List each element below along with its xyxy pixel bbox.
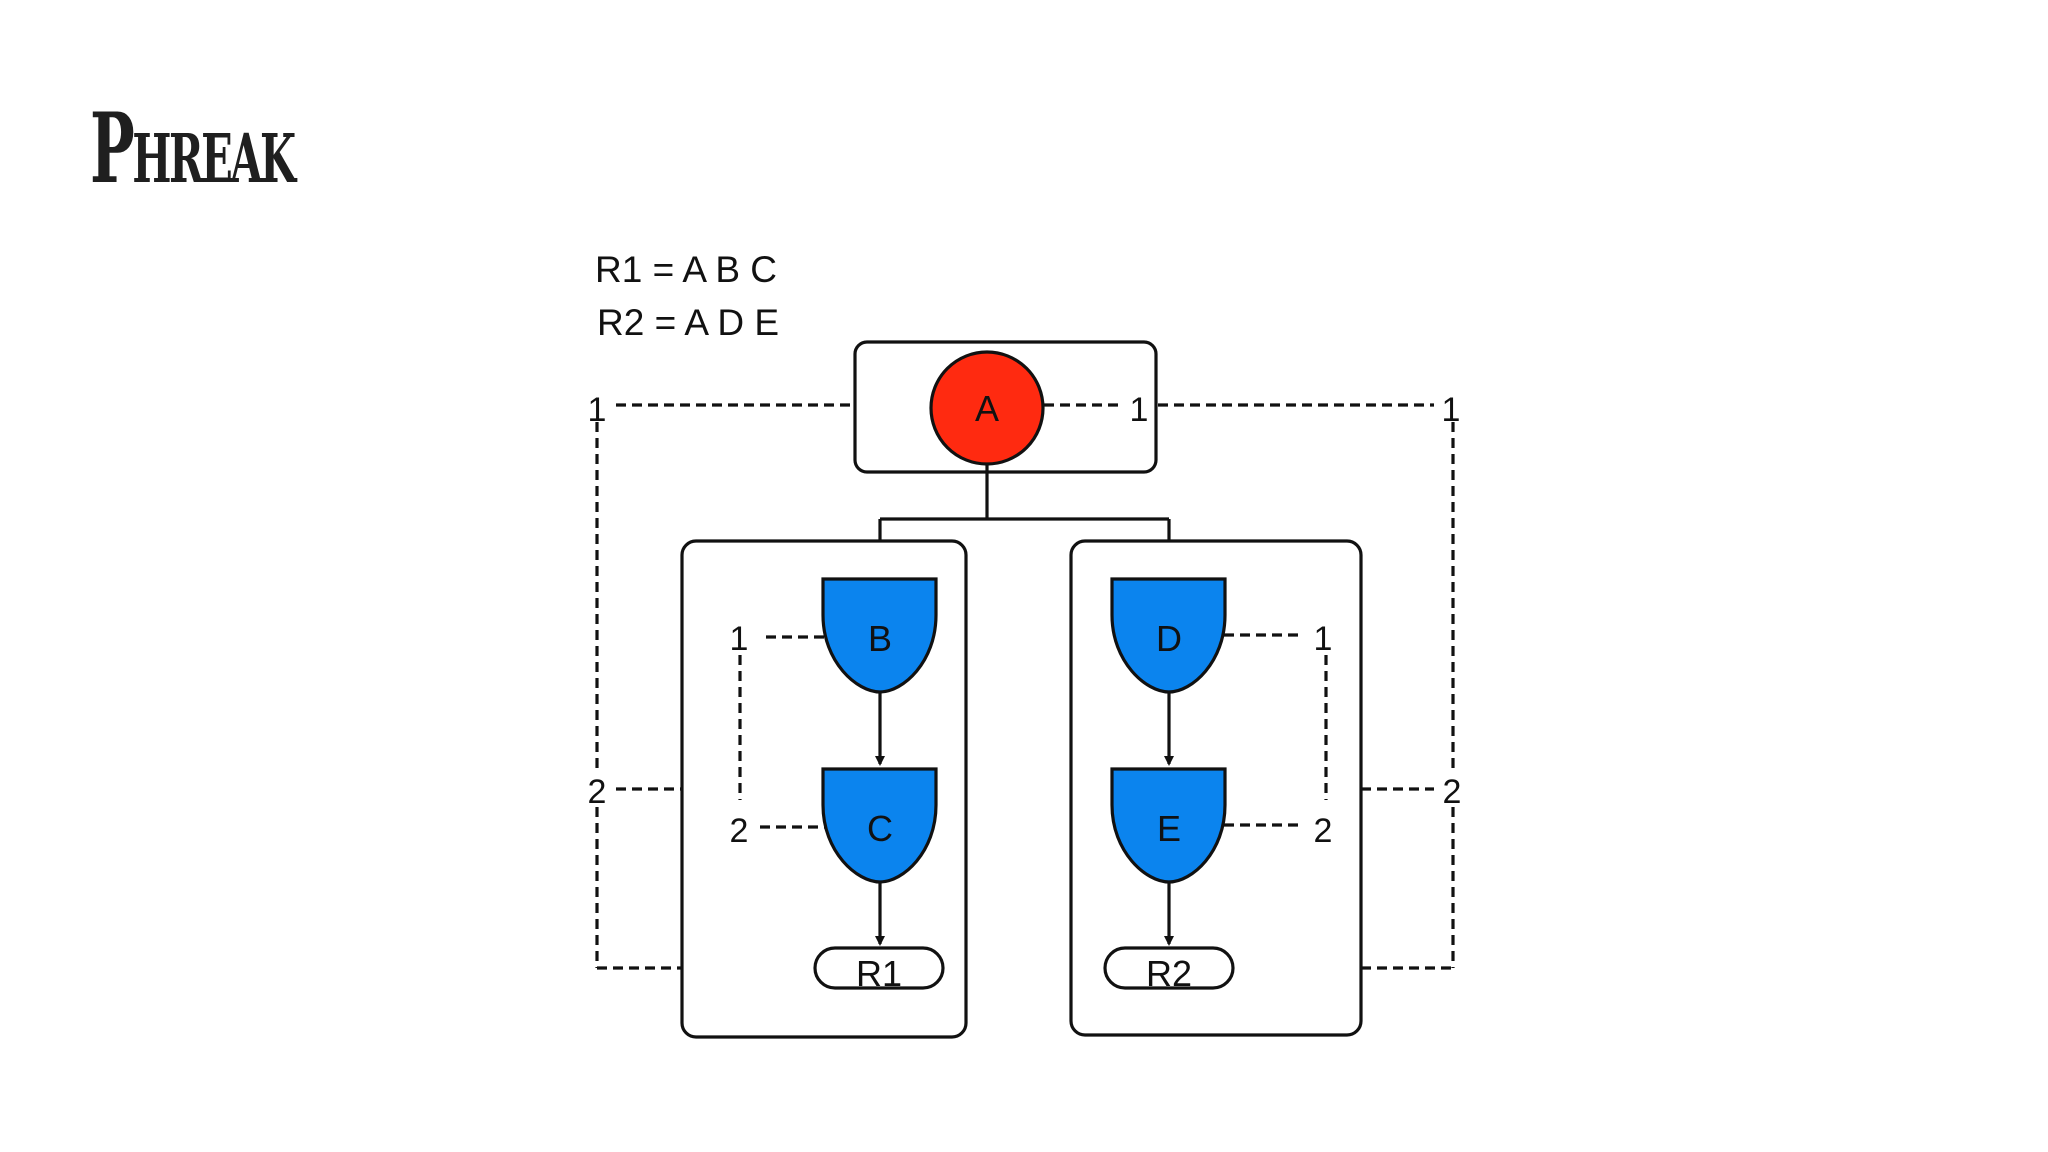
slide-title: Phreak [90,92,296,205]
edge-label-right-top: 1 [1442,391,1461,429]
edge-label-e-inner: 2 [1314,812,1333,850]
rule-r1-definition: R1 = A B C [595,249,777,290]
beta-node-e[interactable] [1110,767,1227,884]
edge-label-left-top: 1 [588,391,607,429]
beta-node-c-label: C [867,808,893,849]
connector-alpha-split [880,464,1169,521]
rule-r2-definition: R2 = A D E [597,302,779,343]
alpha-node-a-label: A [975,388,999,429]
beta-node-b[interactable] [821,577,938,694]
edge-label-left-mid: 2 [588,773,607,811]
edge-label-c-inner: 2 [730,812,749,850]
beta-node-d[interactable] [1110,577,1227,694]
terminal-node-r2-label: R2 [1146,953,1192,994]
edge-label-alpha-inner: 1 [1130,391,1149,429]
beta-node-c[interactable] [821,767,938,884]
edge-label-b-inner: 1 [730,620,749,658]
terminal-node-r2[interactable] [1103,946,1235,990]
edge-label-right-mid: 2 [1443,773,1462,811]
edge-label-d-inner: 1 [1314,620,1333,658]
terminal-node-r1[interactable] [813,946,945,990]
terminal-node-r1-label: R1 [856,953,902,994]
beta-node-d-label: D [1156,618,1182,659]
beta-node-b-label: B [868,618,892,659]
beta-node-e-label: E [1157,808,1181,849]
